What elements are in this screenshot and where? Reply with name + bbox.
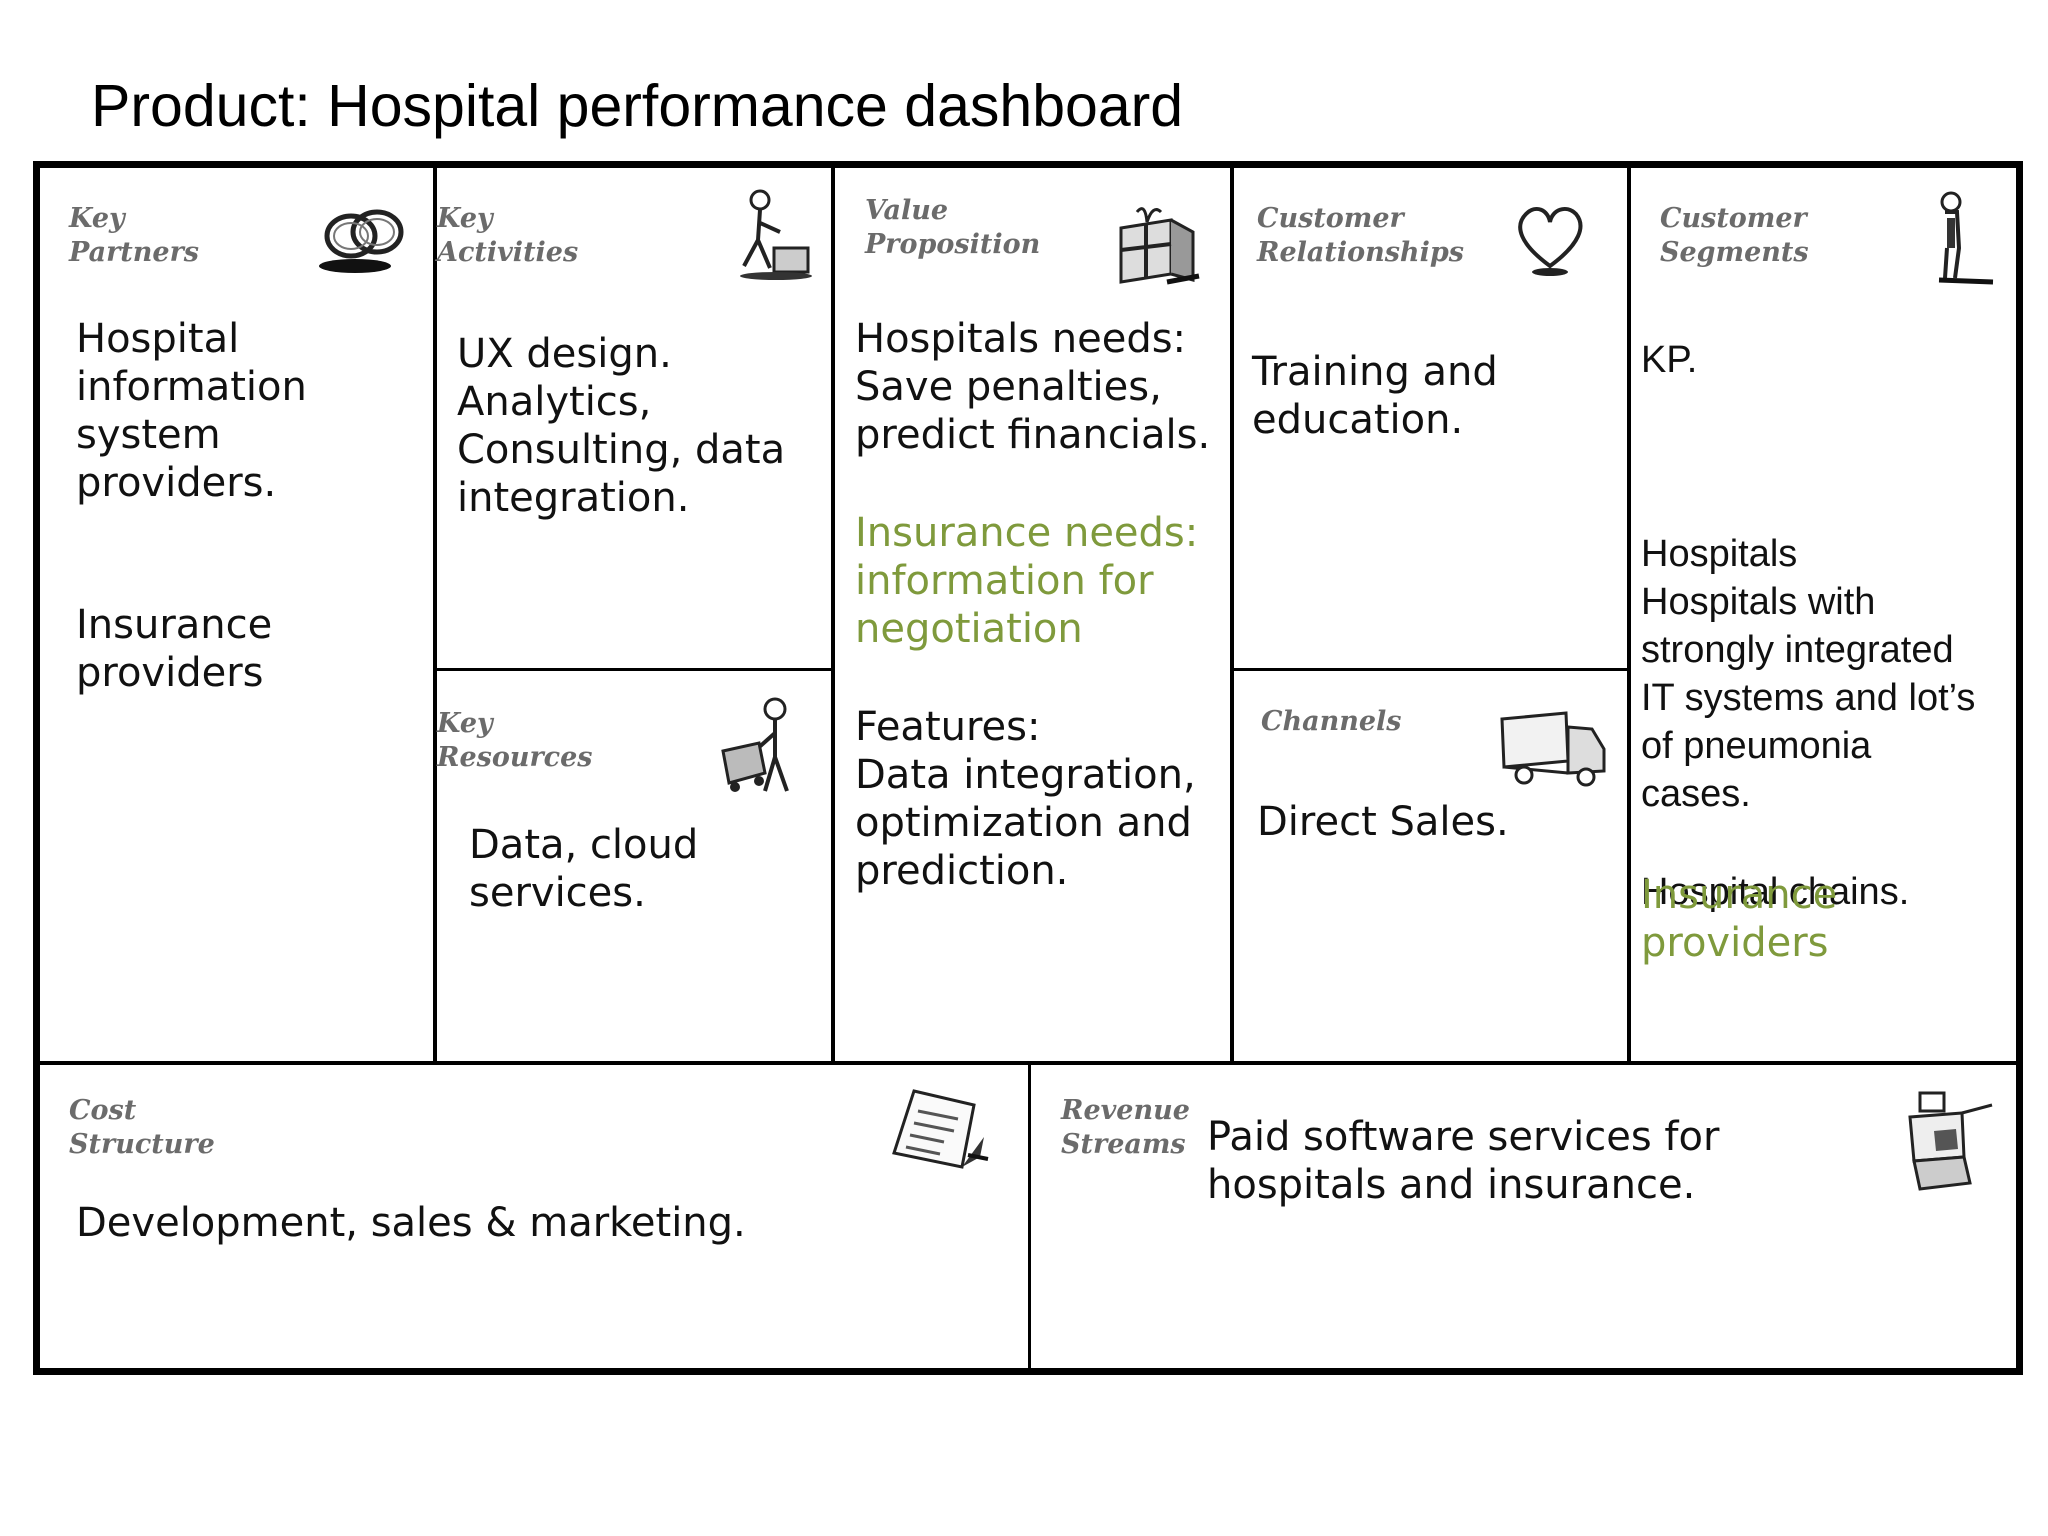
key-resources-block: Key Resources Data, cloud services.: [437, 671, 831, 1061]
key-partners-block: Key Partners Hospital information system…: [40, 168, 433, 1061]
cost-structure-text: Development, sales & marketing.: [76, 1200, 746, 1246]
channels-block: Channels Direct Sales.: [1234, 671, 1627, 1061]
divider: [1232, 668, 1629, 671]
person-working-icon: [730, 188, 815, 283]
value-proposition-features: Features: Data integration, optimization…: [855, 704, 1196, 894]
revenue-streams-heading: Revenue Streams: [1061, 1095, 1190, 1160]
customer-segments-heading: Customer Segments: [1660, 203, 1809, 268]
key-resources-heading: Key Resources: [437, 708, 593, 773]
customer-relationships-text: Training and education.: [1252, 349, 1498, 443]
divider: [1028, 1063, 1031, 1375]
key-activities-heading: Key Activities: [437, 203, 579, 268]
customer-segments-insurance: Insurance providers: [1641, 872, 1838, 966]
standing-person-icon: [1921, 190, 2001, 290]
key-partners-item: Hospital information system providers.: [76, 316, 307, 506]
revenue-streams-text: Paid software services for hospitals and…: [1207, 1114, 1720, 1208]
invoice-paper-icon: [884, 1087, 994, 1177]
cost-structure-heading: Cost Structure: [69, 1095, 215, 1160]
customer-segments-block: Customer Segments KP. Hospitals Hospital…: [1631, 168, 2016, 1061]
customer-segments-kp: KP.: [1641, 339, 1698, 381]
heart-icon: [1510, 200, 1590, 280]
cost-structure-block: Cost Structure Development, sales & mark…: [40, 1065, 1028, 1375]
key-partners-item: Insurance providers: [76, 602, 273, 696]
channels-text: Direct Sales.: [1257, 799, 1509, 845]
channels-heading: Channels: [1261, 706, 1402, 737]
customer-segments-hospital-chains: Hospital chains.: [1641, 871, 1910, 913]
key-activities-text: UX design. Analytics, Consulting, data i…: [457, 331, 786, 521]
key-activities-block: Key Activities UX design. Analytics, Con…: [437, 168, 831, 668]
value-proposition-hospitals-needs: Hospitals needs: Save penalties, predict…: [855, 316, 1211, 458]
revenue-streams-block: Revenue Streams Paid software services f…: [1031, 1065, 2016, 1375]
divider: [831, 168, 835, 1063]
page-title: Product: Hospital performance dashboard: [91, 73, 1184, 139]
value-proposition-insurance-needs: Insurance needs: information for negotia…: [855, 510, 1199, 652]
customer-relationships-block: Customer Relationships Training and educ…: [1234, 168, 1627, 668]
divider: [433, 168, 437, 1063]
value-proposition-block: Value Proposition Hospitals needs: Save …: [835, 168, 1230, 1061]
cash-register-icon: [1900, 1087, 2000, 1197]
key-partners-heading: Key Partners: [69, 203, 200, 268]
key-resources-text: Data, cloud services.: [469, 822, 699, 916]
gift-box-icon: [1107, 198, 1202, 288]
customer-relationships-heading: Customer Relationships: [1257, 203, 1464, 268]
divider: [435, 668, 833, 671]
person-with-cart-icon: [717, 695, 812, 800]
divider: [1627, 168, 1631, 1063]
divider: [1230, 168, 1234, 1063]
linked-rings-icon: [315, 196, 415, 276]
value-proposition-heading: Value Proposition: [865, 195, 1041, 260]
business-model-canvas: Key Partners Hospital information system…: [33, 161, 2023, 1375]
delivery-truck-icon: [1498, 709, 1608, 793]
customer-segments-hospitals: Hospitals Hospitals with strongly integr…: [1641, 533, 1976, 815]
